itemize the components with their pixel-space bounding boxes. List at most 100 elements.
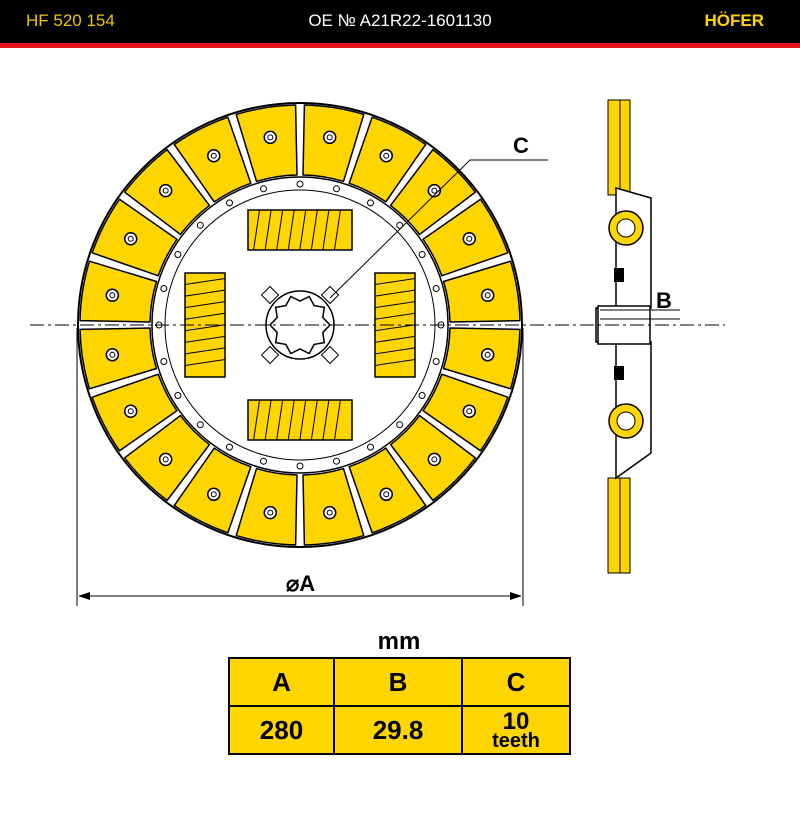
plate-rivet	[260, 185, 268, 193]
hub-window	[260, 345, 280, 365]
friction-pad	[302, 467, 365, 546]
rivet-hole-inner	[383, 491, 390, 498]
friction-pad	[302, 104, 365, 183]
clutch-disc-drawing: C B ⌀A	[30, 99, 725, 606]
rivet-hole-inner	[484, 292, 491, 299]
rivet-hole-inner	[466, 235, 473, 242]
friction-pad	[442, 260, 521, 323]
spring-coil	[299, 399, 307, 441]
rivet-hole-inner	[109, 351, 116, 358]
spring-coil	[276, 399, 284, 441]
spring-coil	[184, 312, 226, 320]
spring-coil	[184, 358, 226, 366]
spring-coil	[299, 209, 307, 251]
dimensions-table: A B C 280 29.8 10 teeth	[228, 657, 571, 755]
spring-coil	[374, 312, 416, 320]
header-a: A	[228, 657, 335, 707]
hub-window	[320, 285, 340, 305]
spring-coil	[374, 324, 416, 332]
rivet-hole-inner	[127, 235, 134, 242]
side-pad-top-2	[619, 99, 631, 196]
side-spring-bottom-inner	[616, 411, 636, 431]
spring-coil	[264, 209, 272, 251]
value-b: 29.8	[333, 705, 463, 755]
plate-rivet	[296, 180, 304, 188]
spring-coil	[184, 335, 226, 343]
spring-coil	[287, 209, 295, 251]
header-b: B	[333, 657, 463, 707]
spring-coil	[184, 289, 226, 297]
plate-rivet	[432, 285, 440, 293]
rivet-hole-inner	[383, 152, 390, 159]
spring-coil	[253, 399, 261, 441]
rivet-hole-inner	[109, 292, 116, 299]
friction-pad	[442, 327, 521, 390]
friction-pad	[235, 467, 298, 546]
damper-spring	[247, 209, 353, 251]
plate-rivet	[432, 357, 440, 365]
spring-coil	[184, 278, 226, 286]
clutch-disc-side-view	[595, 99, 652, 574]
spring-coil	[253, 209, 261, 251]
friction-pad	[235, 104, 298, 183]
plate-rivet	[260, 457, 268, 465]
side-hub-profile	[595, 187, 652, 480]
plate-rivet	[367, 199, 374, 207]
plate-rivet	[367, 443, 374, 451]
label-b: B	[656, 288, 672, 313]
spring-coil	[374, 289, 416, 297]
rivet-hole-inner	[326, 509, 333, 516]
side-pad-bottom	[607, 477, 621, 574]
damper-spring	[247, 399, 353, 441]
rivet-hole-inner	[162, 187, 169, 194]
header-accent-stripe	[0, 43, 800, 48]
spring-coil	[184, 301, 226, 309]
spring-coil	[333, 209, 341, 251]
spring-coil	[374, 358, 416, 366]
header-c: C	[461, 657, 571, 707]
leader-c	[329, 159, 548, 299]
rivet-hole-inner	[162, 456, 169, 463]
plate-rivet	[332, 185, 340, 193]
spring-coil	[184, 347, 226, 355]
plate-rivet	[332, 457, 340, 465]
plate-rivet	[160, 357, 168, 365]
oe-number: OE № A21R22-1601130	[308, 11, 492, 30]
rivet-hole-inner	[484, 351, 491, 358]
plate-rivet	[418, 392, 426, 399]
plate-rivet	[196, 421, 204, 429]
rivet-hole-inner	[127, 408, 134, 415]
spring-coil	[264, 399, 272, 441]
label-c: C	[513, 133, 529, 158]
plate-rivet	[196, 221, 204, 229]
rivet-hole-inner	[431, 456, 438, 463]
part-number: HF 520 154	[26, 11, 115, 30]
spring-coil	[333, 399, 341, 441]
brand-logo: HÖFER	[704, 11, 765, 30]
spring-coil	[322, 399, 330, 441]
rivet-hole-inner	[267, 134, 274, 141]
rivet-hole-inner	[431, 187, 438, 194]
rivet-hole-inner	[466, 408, 473, 415]
rivet-hole-inner	[210, 491, 217, 498]
side-pad-bottom-2	[619, 477, 631, 574]
plate-rivet	[396, 221, 404, 229]
rivet-hole-inner	[210, 152, 217, 159]
hub-window	[320, 345, 340, 365]
hub-window	[260, 285, 280, 305]
plate-rivet	[174, 392, 182, 399]
spring-coil	[310, 399, 318, 441]
spring-coil	[322, 209, 330, 251]
friction-pad	[79, 327, 158, 390]
plate-rivet	[418, 251, 426, 258]
rivet-hole-inner	[267, 509, 274, 516]
spring-coil	[287, 399, 295, 441]
value-c-number: 10	[502, 707, 530, 735]
value-a: 280	[228, 705, 335, 755]
header-bar: HF 520 154 OE № A21R22-1601130 HÖFER	[0, 0, 800, 43]
label-a: ⌀A	[286, 571, 315, 596]
side-rivet-bottom	[614, 366, 624, 380]
rivet-hole-inner	[326, 134, 333, 141]
spring-coil	[374, 347, 416, 355]
plate-rivet	[160, 285, 168, 293]
